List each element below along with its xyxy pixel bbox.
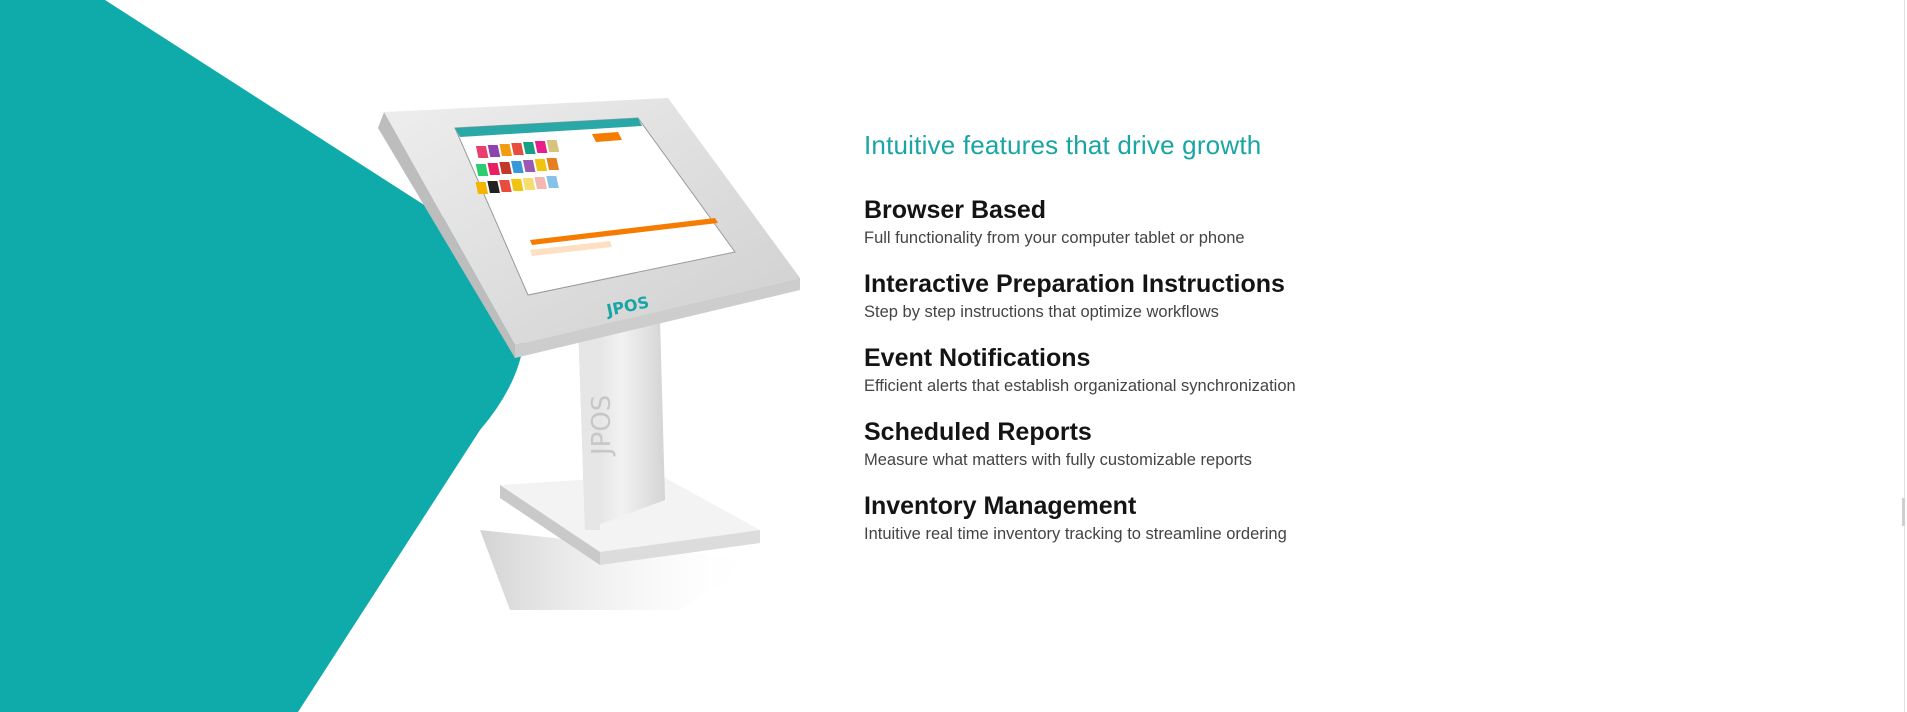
feature-description: Full functionality from your computer ta…: [864, 229, 1245, 247]
feature-item-inventory-management: Inventory Management Intuitive real time…: [864, 490, 1564, 564]
feature-item-scheduled-reports: Scheduled Reports Measure what matters w…: [864, 416, 1564, 490]
feature-title: Interactive Preparation Instructions: [864, 270, 1285, 298]
feature-item-event-notifications: Event Notifications Efficient alerts tha…: [864, 342, 1564, 416]
feature-title: Inventory Management: [864, 492, 1137, 520]
feature-description: Intuitive real time inventory tracking t…: [864, 525, 1287, 543]
feature-description: Efficient alerts that establish organiza…: [864, 377, 1296, 395]
feature-title: Event Notifications: [864, 344, 1091, 372]
scrollbar-thumb[interactable]: [1902, 498, 1905, 526]
pos-kiosk-image: JPOS JPOS: [378, 98, 800, 610]
feature-description: Step by step instructions that optimize …: [864, 303, 1219, 321]
feature-title: Scheduled Reports: [864, 418, 1092, 446]
feature-description: Measure what matters with fully customiz…: [864, 451, 1252, 469]
stand-brand-label: JPOS: [587, 395, 617, 457]
feature-item-preparation-instructions: Interactive Preparation Instructions Ste…: [864, 268, 1564, 342]
feature-title: Browser Based: [864, 196, 1047, 224]
page-edge-divider: [1904, 0, 1905, 712]
section-heading: Intuitive features that drive growth: [864, 130, 1262, 160]
feature-item-browser-based: Browser Based Full functionality from yo…: [864, 194, 1564, 268]
teal-background-shape: [0, 0, 526, 712]
features-section: Intuitive features that drive growth Bro…: [864, 130, 1564, 564]
